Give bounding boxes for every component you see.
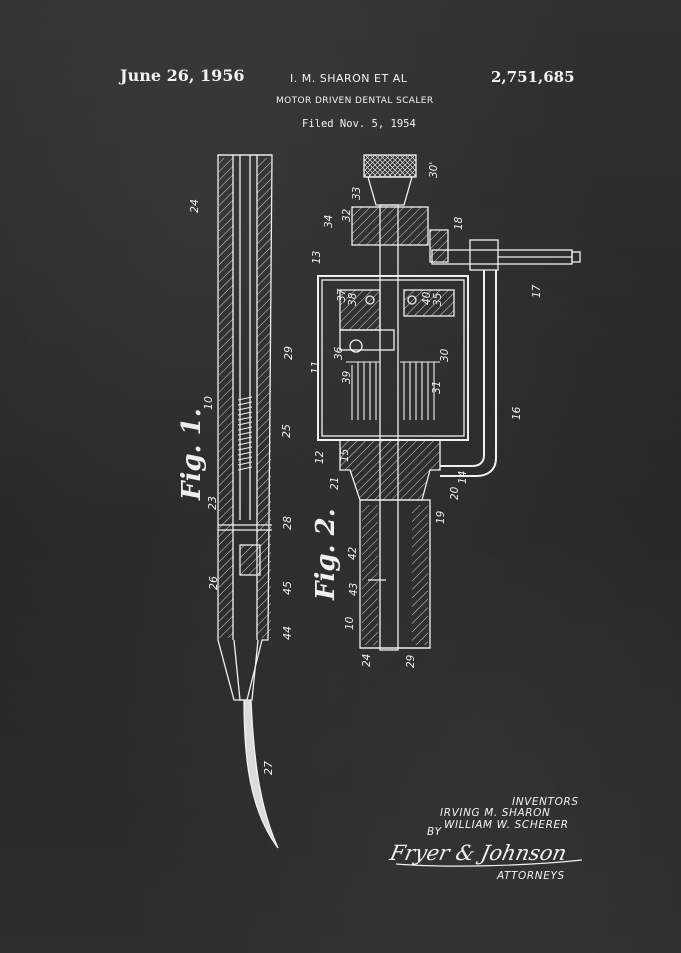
inventor-name-1: IRVING M. SHARON xyxy=(440,807,551,819)
filed-date: Filed Nov. 5, 1954 xyxy=(302,118,416,130)
ref-33: 33 xyxy=(351,187,363,200)
ref-10-fig2: 10 xyxy=(344,616,356,630)
ref-24: 24 xyxy=(188,199,201,213)
ref-10: 10 xyxy=(202,396,215,410)
ref-26: 26 xyxy=(207,576,220,590)
figure-2-label: Fig. 2. xyxy=(311,508,341,601)
ref-34: 34 xyxy=(323,215,335,228)
ref-25: 25 xyxy=(280,424,293,438)
ref-14: 14 xyxy=(457,471,469,484)
ref-28: 28 xyxy=(281,516,294,530)
ref-16: 16 xyxy=(511,406,523,420)
figure-1-drawing xyxy=(217,154,279,849)
inventors-label: INVENTORS xyxy=(512,796,579,808)
patent-title: MOTOR DRIVEN DENTAL SCALER xyxy=(276,96,434,106)
ref-39: 39 xyxy=(341,370,353,384)
ref-18: 18 xyxy=(453,216,465,230)
patent-number: 2,751,685 xyxy=(491,68,575,86)
ref-30-prime: 30' xyxy=(428,162,440,178)
by-label: BY xyxy=(427,826,442,838)
figure-2-labels: 30' 33 32 34 13 18 17 37 38 40 35 36 11 … xyxy=(310,162,543,668)
attorneys-label: ATTORNEYS xyxy=(497,870,565,882)
ref-43: 43 xyxy=(348,583,360,596)
figure-1-label: Fig. 1. xyxy=(177,408,207,501)
ref-17: 17 xyxy=(531,284,543,298)
figure-1-labels: 24 29 10 25 23 28 26 45 44 27 xyxy=(188,199,295,775)
ref-11: 11 xyxy=(310,361,322,374)
attorney-signature: Fryer & Johnson xyxy=(387,841,583,867)
ref-37: 37 xyxy=(336,288,348,302)
ref-20: 20 xyxy=(449,486,461,500)
inventor-header: I. M. SHARON ET AL xyxy=(290,72,408,85)
ref-13: 13 xyxy=(311,251,323,264)
ref-38: 38 xyxy=(347,292,359,306)
ref-15: 15 xyxy=(339,448,351,462)
ref-29: 29 xyxy=(282,346,295,360)
signature-text: Fryer & Johnson xyxy=(387,841,569,866)
ref-19: 19 xyxy=(435,510,447,524)
ref-12: 12 xyxy=(314,450,326,464)
ref-45: 45 xyxy=(281,581,294,595)
ref-42: 42 xyxy=(347,546,359,560)
ref-21: 21 xyxy=(329,477,341,490)
ref-36: 36 xyxy=(333,346,345,360)
ref-27: 27 xyxy=(262,761,275,775)
ref-44: 44 xyxy=(281,626,294,640)
figure-2-drawing xyxy=(317,154,581,651)
ref-29-fig2: 29 xyxy=(405,654,417,668)
ref-23: 23 xyxy=(206,496,219,510)
ref-24-fig2: 24 xyxy=(361,654,373,667)
ref-32: 32 xyxy=(341,208,353,222)
ref-30: 30 xyxy=(439,348,451,362)
ref-35: 35 xyxy=(432,292,444,306)
inventor-name-2: WILLIAM W. SCHERER xyxy=(444,819,569,831)
ref-31: 31 xyxy=(431,381,443,394)
patent-date: June 26, 1956 xyxy=(120,66,245,85)
ref-40: 40 xyxy=(421,291,433,305)
